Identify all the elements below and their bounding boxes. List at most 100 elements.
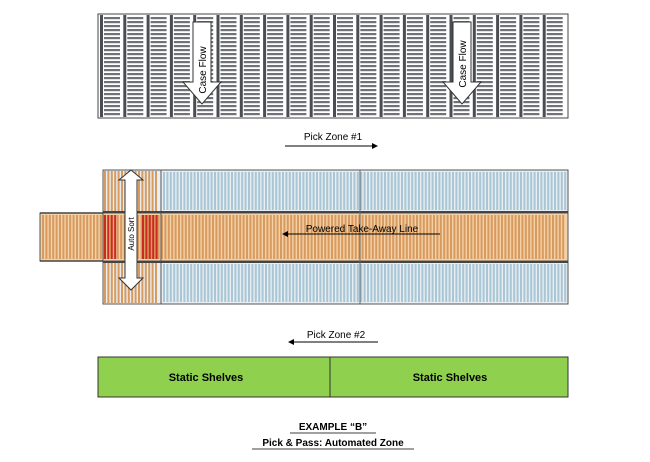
takeaway-roller — [62, 215, 65, 259]
conveyor-roller — [509, 172, 512, 210]
takeaway-roller — [195, 215, 197, 259]
rack-roller — [406, 85, 423, 88]
sort-red-roller — [107, 215, 110, 259]
conveyor-roller — [278, 172, 281, 210]
conveyor-roller — [554, 172, 556, 210]
takeaway-roller — [473, 215, 476, 259]
takeaway-roller — [409, 215, 412, 259]
conveyor-roller — [251, 172, 254, 210]
rack-roller — [500, 109, 517, 112]
conveyor-roller — [407, 264, 410, 302]
rack-roller — [430, 73, 447, 76]
rack-roller — [173, 73, 190, 76]
rack-roller — [150, 29, 167, 32]
rack-roller — [173, 89, 190, 92]
rack-roller — [150, 81, 167, 84]
takeaway-roller — [344, 215, 347, 259]
rack-roller — [406, 37, 423, 40]
double-arrow-icon — [117, 169, 145, 291]
conveyor-roller — [271, 264, 274, 302]
rack-roller — [430, 105, 447, 108]
rack-roller — [476, 21, 493, 24]
rack-roller — [243, 73, 260, 76]
conveyor-roller — [190, 264, 193, 302]
down-arrow-icon — [181, 21, 223, 105]
conveyor-roller — [455, 264, 458, 302]
conveyor-roller — [241, 264, 244, 302]
rack-roller — [104, 73, 120, 76]
rack-roller — [290, 57, 307, 60]
conveyor-roller — [251, 264, 254, 302]
rack-roller — [127, 89, 144, 92]
takeaway-roller — [484, 215, 486, 259]
conveyor-roller — [176, 172, 179, 210]
rack-roller — [104, 105, 120, 108]
rack-roller — [546, 89, 563, 92]
rack-roller — [383, 33, 400, 36]
takeaway-roller — [545, 215, 548, 259]
conveyor-roller — [316, 264, 318, 302]
takeaway-roller — [331, 215, 333, 259]
rack-roller — [476, 81, 493, 84]
conveyor-roller — [469, 172, 471, 210]
rack-roller — [267, 105, 284, 108]
takeaway-roller — [555, 215, 558, 259]
rack-roller — [546, 17, 563, 20]
takeaway-rollers — [42, 215, 565, 259]
conveyor-roller — [237, 264, 240, 302]
takeaway-roller — [198, 215, 201, 259]
conveyor-roller — [373, 172, 376, 210]
takeaway-roller — [59, 215, 61, 259]
conveyor-roller — [489, 172, 492, 210]
conveyor-roller — [295, 264, 298, 302]
rack-roller — [523, 81, 540, 84]
conveyor-roller — [227, 264, 230, 302]
takeaway-roller — [167, 215, 170, 259]
rack-roller — [127, 45, 144, 48]
conveyor-roller — [564, 264, 567, 302]
takeaway-roller — [99, 215, 102, 259]
rack-roller — [197, 17, 214, 20]
zone2-lower-rollers — [163, 264, 567, 302]
takeaway-roller — [93, 215, 95, 259]
conveyor-roller — [265, 172, 267, 210]
rack-roller — [500, 105, 517, 108]
conveyor-roller — [322, 264, 325, 302]
takeaway-roller — [518, 215, 520, 259]
rack-roller — [476, 37, 493, 40]
rack-roller — [406, 73, 423, 76]
conveyor-roller — [431, 172, 434, 210]
takeaway-roller — [351, 215, 354, 259]
takeaway-roller — [419, 215, 422, 259]
rack-roller — [406, 101, 423, 104]
rack-roller — [243, 89, 260, 92]
conveyor-roller — [387, 264, 390, 302]
rack-roller — [406, 53, 423, 56]
rack-roller — [476, 77, 493, 80]
conveyor-roller — [550, 172, 553, 210]
rack-rail — [426, 15, 430, 117]
auto-sort-arrow: Auto Sort — [117, 169, 145, 291]
rack-roller — [406, 29, 423, 32]
conveyor-roller — [418, 172, 420, 210]
rack-roller — [500, 33, 517, 36]
conveyor-roller — [492, 264, 495, 302]
rack-roller — [523, 69, 540, 72]
conveyor-roller — [404, 172, 407, 210]
conveyor-roller — [523, 264, 526, 302]
conveyor-roller — [438, 172, 441, 210]
rack-roller — [453, 113, 470, 116]
takeaway-roller — [371, 215, 374, 259]
rack-roller — [360, 33, 377, 36]
conveyor-roller — [509, 264, 512, 302]
rack-roller — [337, 33, 353, 36]
conveyor-roller — [309, 264, 312, 302]
takeaway-roller — [521, 215, 524, 259]
takeaway-roller — [378, 215, 381, 259]
takeaway-roller — [147, 215, 150, 259]
conveyor-roller — [482, 264, 485, 302]
rack-rail — [356, 15, 360, 117]
rack-roller — [173, 113, 190, 116]
rack-rail — [146, 15, 150, 117]
